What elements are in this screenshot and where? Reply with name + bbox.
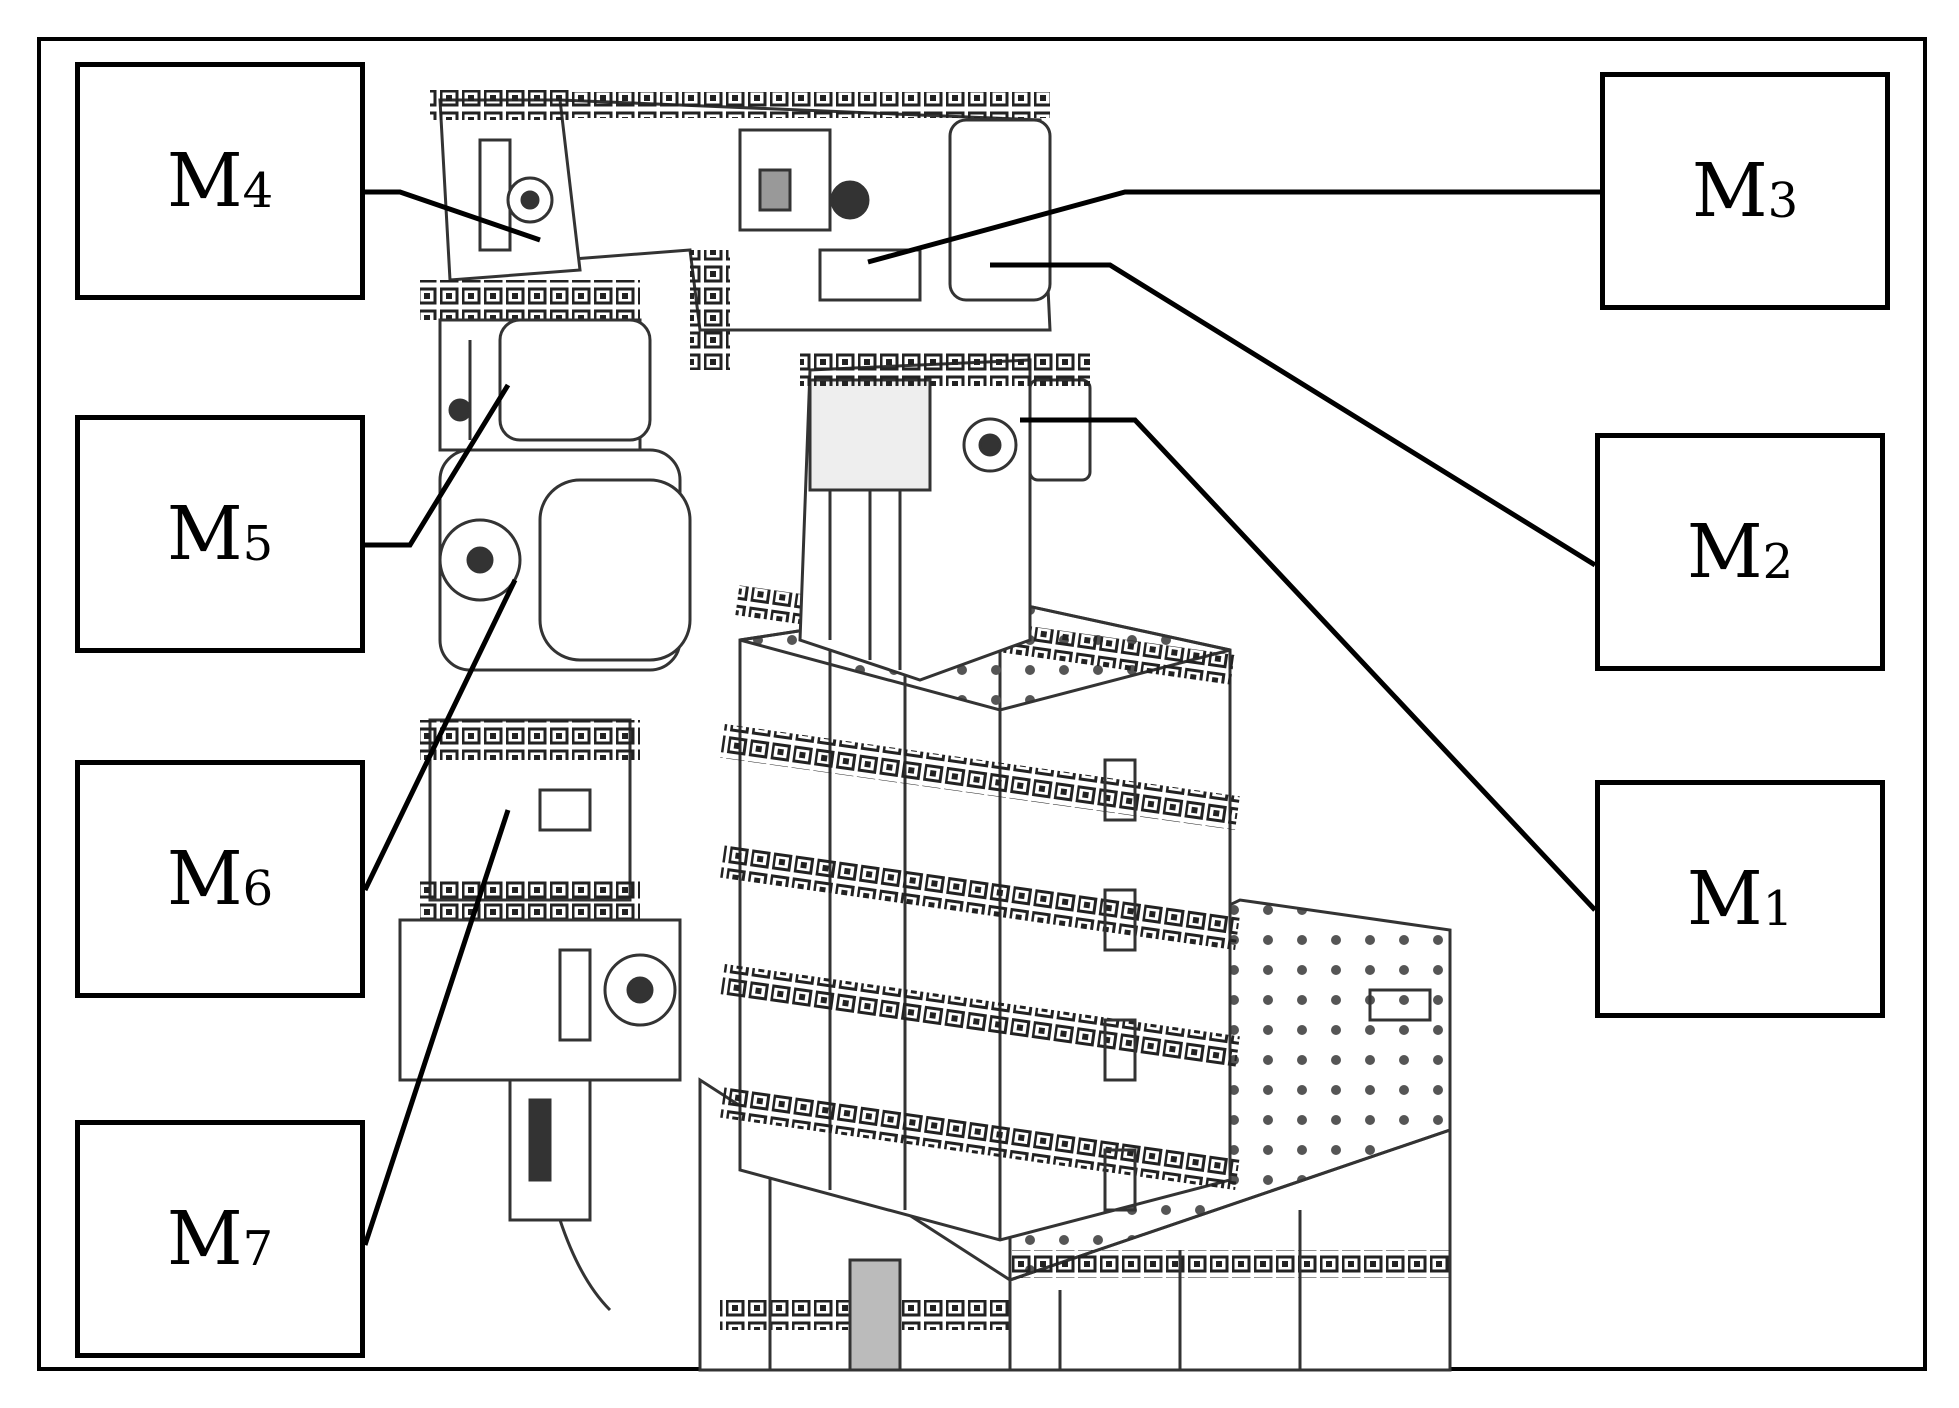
label-m4-sub: 4 [242, 163, 274, 219]
label-m5-sub: 5 [242, 516, 274, 572]
label-m7-base: M [166, 1196, 243, 1282]
leader-lines [362, 189, 1600, 1246]
forearm [438, 318, 692, 672]
leader-m5 [365, 383, 511, 548]
label-m1-base: M [1686, 856, 1763, 942]
elbow-joint [420, 90, 640, 320]
leader-m3 [867, 189, 1600, 265]
label-m1-sub: 1 [1762, 881, 1794, 937]
label-m2-sub: 2 [1762, 534, 1794, 590]
label-m6-base: M [166, 836, 243, 922]
label-m3-base: M [1691, 148, 1768, 234]
leader-m7 [362, 809, 511, 1246]
upper-arm [550, 92, 1052, 370]
leader-m2 [990, 262, 1597, 568]
label-m6-sub: 6 [242, 861, 274, 917]
label-m4-base: M [166, 138, 243, 224]
label-m3-sub: 3 [1767, 173, 1799, 229]
label-m5-base: M [166, 491, 243, 577]
leader-m1 [1020, 417, 1597, 912]
shoulder-bracket [798, 350, 1092, 682]
label-m7-sub: 7 [242, 1221, 274, 1277]
wrist [398, 718, 682, 1312]
central-tower [720, 585, 1240, 1242]
leader-m6 [362, 578, 518, 892]
label-m2-base: M [1686, 509, 1763, 595]
leader-m4 [365, 189, 541, 243]
